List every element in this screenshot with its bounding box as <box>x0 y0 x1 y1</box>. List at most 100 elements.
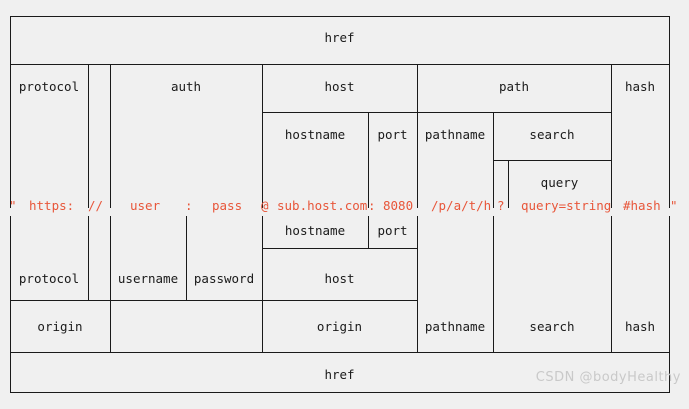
tick-hostname-r5 <box>262 216 263 248</box>
slashes-token: // <box>88 198 104 213</box>
tick-originend-r7 <box>110 300 111 352</box>
question-token: ? <box>497 198 505 213</box>
tick-host-r2 <box>262 64 263 112</box>
quote-open: " <box>9 198 17 213</box>
tick-right-r3 <box>669 112 670 160</box>
label-href-bottom: href <box>324 367 355 382</box>
bracket-query-top <box>493 160 612 161</box>
tick-hash-r7 <box>611 300 612 352</box>
quote-close: " <box>670 198 678 213</box>
colon-token: : <box>185 198 193 213</box>
tick-searchend-r6 <box>611 248 612 300</box>
watermark: CSDN @bodyHealthy <box>535 370 681 385</box>
tick-auth-r5 <box>110 216 111 248</box>
tick-right-r4 <box>669 160 670 208</box>
label-protocol-bottom: protocol <box>18 271 80 286</box>
label-query: query <box>540 175 579 190</box>
port-token: 8080 <box>383 198 414 213</box>
username-token: user <box>130 198 161 213</box>
tick-auth-r2 <box>110 64 111 112</box>
tick-searchend-r5 <box>611 216 612 248</box>
tick-hostname-r4 <box>262 160 263 208</box>
tick-port-r3 <box>368 112 369 160</box>
tick-search-r5 <box>493 216 494 248</box>
label-origin-right: origin <box>316 319 363 334</box>
tick-portend-r5 <box>417 216 418 248</box>
label-hostname-bottom: hostname <box>284 223 346 238</box>
label-path: path <box>498 79 530 94</box>
tick-pathname-r7 <box>417 300 418 352</box>
label-hostname-top: hostname <box>284 127 346 142</box>
label-pathname-top: pathname <box>424 127 486 142</box>
tick-left-r2 <box>10 64 11 112</box>
query-token: query=string <box>521 198 612 213</box>
hostname-token: sub.host.com <box>277 198 368 213</box>
tick-right-r7 <box>669 300 670 352</box>
password-token: pass <box>212 198 243 213</box>
tick-left-r7 <box>10 300 11 352</box>
label-search-bottom: search <box>529 319 575 334</box>
protocol-token: https: <box>29 198 75 213</box>
tick-right-r6 <box>669 248 670 300</box>
tick-left-r3 <box>10 112 11 160</box>
bracket-host-bottom <box>262 248 418 249</box>
label-host-top: host <box>324 79 355 94</box>
bracket-origin-top <box>10 300 418 301</box>
label-origin-left: origin <box>37 319 83 334</box>
tick-pathname-r3 <box>417 112 418 160</box>
tick-right-r5 <box>669 216 670 248</box>
bracket-row2-top <box>10 64 670 65</box>
label-hash-top: hash <box>624 79 656 94</box>
label-hash-bottom: hash <box>624 319 656 334</box>
tick-hostname-r3 <box>262 112 263 160</box>
label-password: password <box>193 271 255 286</box>
label-search-top: search <box>529 127 575 142</box>
label-protocol-top: protocol <box>18 79 80 94</box>
tick-auth-r4 <box>110 160 111 208</box>
pathname-token: /p/a/t/h <box>431 198 492 213</box>
tick-searchend-r3 <box>611 112 612 160</box>
hash-token: #hash <box>623 198 661 213</box>
bracket-href-top <box>10 16 670 17</box>
tick-username-r6 <box>110 248 111 300</box>
tick-left-r8 <box>10 352 11 392</box>
tick-protocol-r6 <box>88 248 89 300</box>
tick-right-r1 <box>669 16 670 64</box>
tick-left-r1 <box>10 16 11 64</box>
tick-right-r2 <box>669 64 670 112</box>
tick-auth-r3 <box>110 112 111 160</box>
label-pathname-bottom: pathname <box>424 319 486 334</box>
url-string-row: "https://user:pass@sub.host.com:8080/p/a… <box>0 198 689 216</box>
tick-port-r4 <box>368 160 369 208</box>
tick-password-r5 <box>186 216 187 248</box>
tick-queryend-r4 <box>611 160 612 208</box>
bracket-href-bottom-top <box>10 352 670 353</box>
tick-protocol-r2 <box>88 64 89 112</box>
port-colon-token: : <box>368 198 376 213</box>
label-port-bottom: port <box>377 223 408 238</box>
label-host-bottom: host <box>324 271 355 286</box>
tick-left-r4 <box>10 160 11 208</box>
tick-protocol-r3 <box>88 112 89 160</box>
bracket-href-bottom <box>10 392 670 393</box>
at-token: @ <box>261 198 269 213</box>
label-port-top: port <box>377 127 408 142</box>
tick-left-r6 <box>10 248 11 300</box>
tick-left-r5 <box>10 216 11 248</box>
tick-password-r6 <box>186 248 187 300</box>
tick-search-r3 <box>493 112 494 160</box>
tick-hostend-r6 <box>417 248 418 300</box>
tick-search-r4 <box>493 160 494 208</box>
tick-query-r4 <box>508 160 509 208</box>
tick-origin2-r7 <box>262 300 263 352</box>
tick-right-r8 <box>669 352 670 392</box>
tick-protocol-r4 <box>88 160 89 208</box>
tick-search-r7 <box>493 300 494 352</box>
tick-path-r2 <box>417 64 418 112</box>
tick-pathname-r4 <box>417 160 418 208</box>
tick-hash-r2 <box>611 64 612 112</box>
tick-host-r6 <box>262 248 263 300</box>
bracket-hostname-search-top <box>262 112 612 113</box>
tick-search-r6 <box>493 248 494 300</box>
